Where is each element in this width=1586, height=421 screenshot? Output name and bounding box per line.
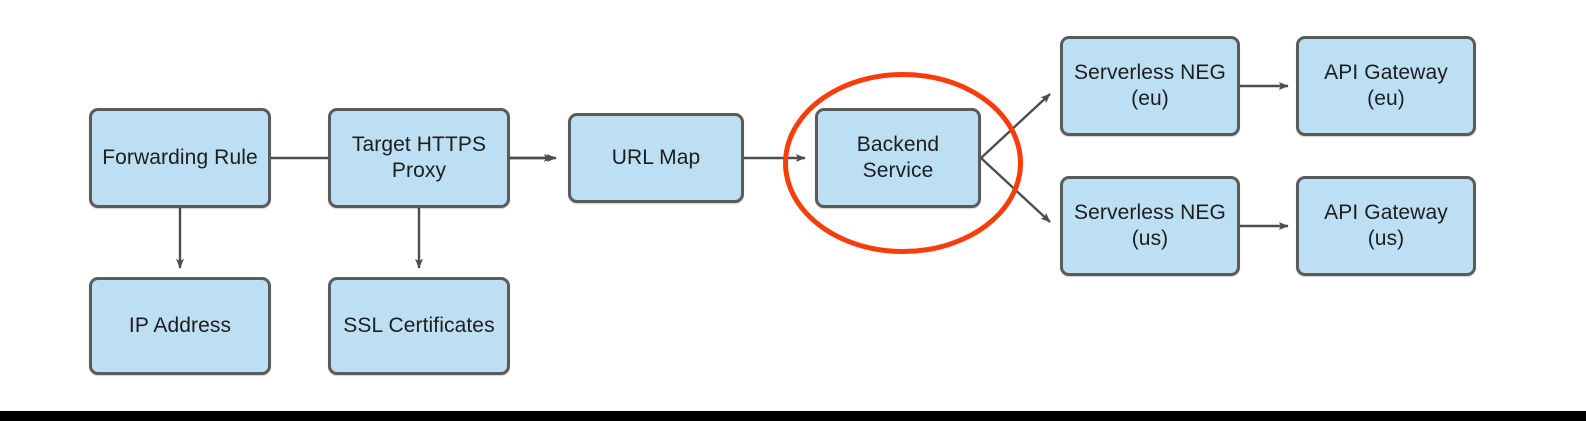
node-api-gateway-eu[interactable]: API Gateway (eu) — [1296, 36, 1476, 136]
node-serverless-neg-us[interactable]: Serverless NEG (us) — [1060, 176, 1240, 276]
edge-backend-to-neg-eu — [980, 93, 1051, 159]
node-label: Forwarding Rule — [102, 146, 258, 170]
node-label: Serverless NEG (us) — [1074, 201, 1226, 250]
node-backend-service[interactable]: Backend Service — [815, 108, 981, 208]
node-label: URL Map — [611, 146, 701, 170]
node-label: API Gateway (eu) — [1324, 61, 1448, 110]
node-label: Target HTTPS Proxy — [351, 133, 487, 182]
node-label: API Gateway (us) — [1324, 201, 1448, 250]
node-label: Serverless NEG (eu) — [1074, 61, 1226, 110]
edge-backend-to-neg-us — [980, 157, 1051, 223]
node-serverless-neg-eu[interactable]: Serverless NEG (eu) — [1060, 36, 1240, 136]
node-label: SSL Certificates — [343, 314, 495, 338]
node-label: IP Address — [128, 314, 232, 338]
node-api-gateway-us[interactable]: API Gateway (us) — [1296, 176, 1476, 276]
node-forwarding-rule[interactable]: Forwarding Rule — [89, 108, 271, 208]
node-ip-address[interactable]: IP Address — [89, 277, 271, 375]
node-target-https-proxy[interactable]: Target HTTPS Proxy — [328, 108, 510, 208]
bottom-bar — [0, 411, 1586, 421]
node-ssl-certificates[interactable]: SSL Certificates — [328, 277, 510, 375]
node-url-map[interactable]: URL Map — [568, 113, 744, 203]
node-label: Backend Service — [856, 133, 940, 182]
